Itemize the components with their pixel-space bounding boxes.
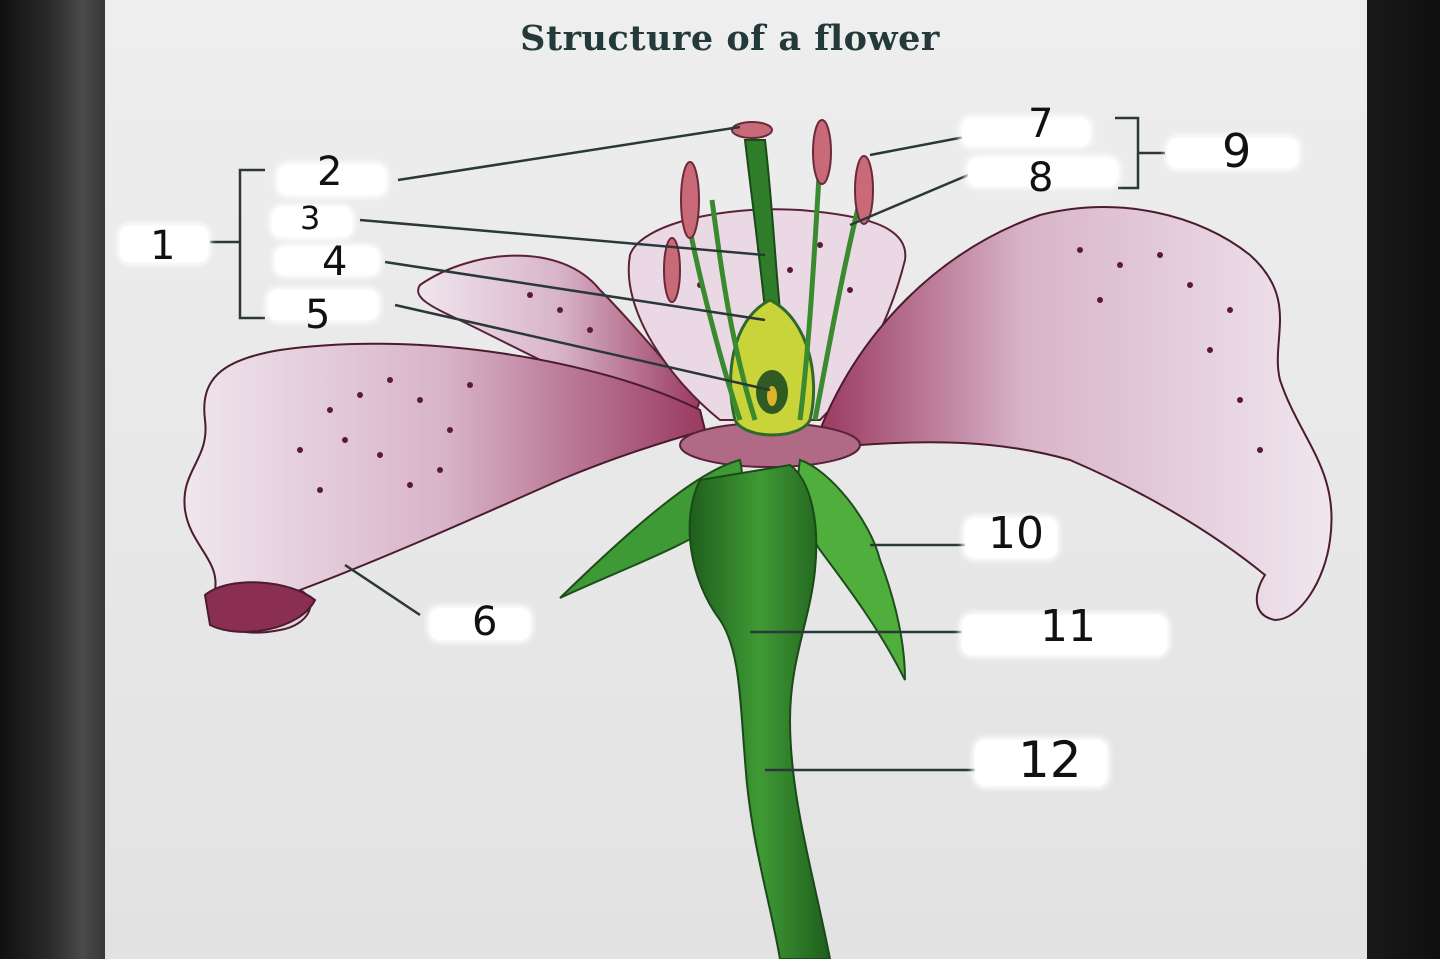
leader-6 xyxy=(344,563,421,617)
label-box-2 xyxy=(278,165,386,195)
petal-left-tip xyxy=(203,581,317,633)
leader-3 xyxy=(359,218,766,257)
bracket-1 xyxy=(238,168,265,320)
label-box-5 xyxy=(268,290,378,320)
label-box-7 xyxy=(962,118,1090,146)
stem xyxy=(688,463,832,959)
label-3: 3 xyxy=(300,199,321,237)
label-5: 5 xyxy=(305,292,331,338)
label-box-11 xyxy=(962,615,1167,655)
leader-2 xyxy=(397,125,741,182)
petal-spots xyxy=(297,242,1263,493)
label-box-12 xyxy=(975,740,1107,786)
leader-4 xyxy=(384,260,766,322)
petal-left xyxy=(183,342,707,634)
label-4: 4 xyxy=(322,239,348,285)
label-1: 1 xyxy=(150,223,176,269)
leader-8 xyxy=(849,168,981,227)
label-8: 8 xyxy=(1028,155,1054,201)
label-box-6 xyxy=(430,608,530,640)
bracket-9 xyxy=(1115,116,1140,190)
label-9: 9 xyxy=(1222,124,1252,178)
label-box-4 xyxy=(275,247,379,275)
petal-right xyxy=(818,206,1333,622)
label-box-9 xyxy=(1168,138,1298,168)
page-title: Structure of a flower xyxy=(520,18,940,59)
label-11: 11 xyxy=(1040,601,1096,652)
label-6: 6 xyxy=(472,599,498,645)
label-10: 10 xyxy=(988,508,1044,559)
label-box-8 xyxy=(968,158,1118,186)
label-7: 7 xyxy=(1028,101,1054,147)
anthers xyxy=(663,119,874,303)
leader-5 xyxy=(394,303,771,392)
label-box-10 xyxy=(965,518,1057,558)
label-box-1 xyxy=(120,226,208,262)
label-12: 12 xyxy=(1018,731,1082,789)
label-box-3 xyxy=(272,207,352,237)
stigma xyxy=(731,121,773,139)
leader-lines xyxy=(210,116,1165,772)
label-2: 2 xyxy=(317,149,343,195)
leader-7 xyxy=(869,133,976,157)
photo-background-left xyxy=(0,0,110,959)
